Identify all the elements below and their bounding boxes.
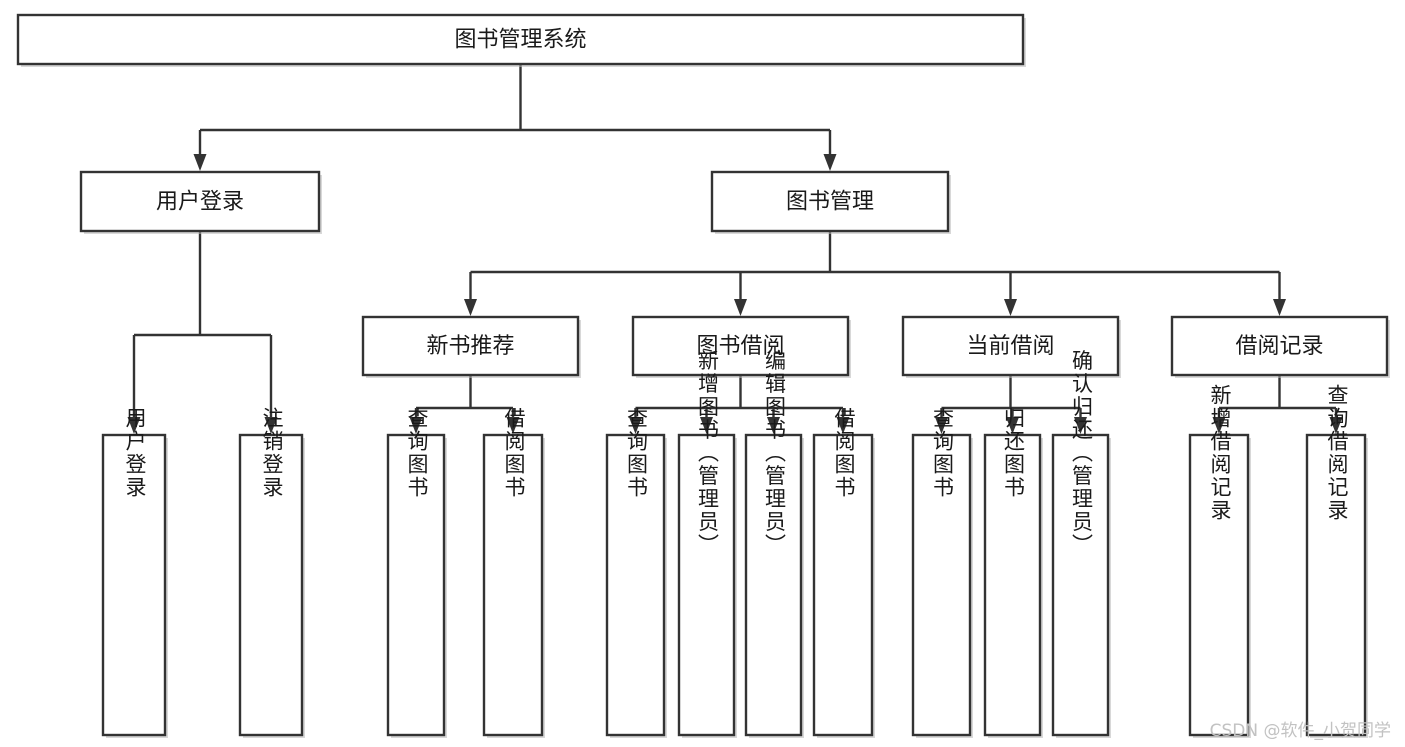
node-l-rec-add[interactable]: 新增借阅记录 [1188, 384, 1251, 738]
node-label: 借阅图书 [502, 407, 526, 499]
node-l-user-logout[interactable]: 注销登录 [238, 407, 305, 738]
node-box [101, 433, 167, 737]
node-box [911, 433, 972, 737]
connector-group-n_book_manage [464, 231, 1286, 316]
connector-group-root [193, 64, 837, 171]
arrow-head-icon [1273, 299, 1286, 316]
connectors-layer [127, 64, 1343, 434]
arrow-head-icon [767, 417, 780, 434]
arrow-head-icon [935, 417, 948, 434]
node-box [1170, 315, 1389, 377]
node-box [983, 433, 1042, 737]
arrow-head-icon [836, 417, 850, 434]
node-box [16, 13, 1025, 66]
node-l-rec-query2[interactable]: 查询借阅记录 [1305, 384, 1368, 738]
node-n-new-book-rec[interactable]: 新书推荐 [361, 315, 581, 378]
arrow-head-icon [1212, 417, 1226, 434]
node-l-rec-borrow[interactable]: 借阅图书 [482, 407, 545, 738]
arrow-head-icon [823, 154, 837, 171]
node-box [361, 315, 580, 377]
connector-group-n_borrow_record [1212, 375, 1343, 434]
node-box [238, 433, 304, 737]
node-n-current-borrow[interactable]: 当前借阅 [901, 315, 1121, 378]
node-label: 编辑图书（管理员） [763, 350, 787, 557]
arrow-head-icon [193, 154, 207, 171]
node-label: 用户登录 [123, 407, 147, 499]
node-box [386, 433, 446, 737]
node-label: 查询图书 [405, 407, 429, 499]
node-label: 图书管理系统 [454, 28, 586, 53]
node-l-borrow-query[interactable]: 查询图书 [605, 407, 667, 738]
nodes-layer: 图书管理系统用户登录图书管理新书推荐图书借阅当前借阅借阅记录用户登录注销登录查询… [16, 13, 1390, 739]
node-box [901, 315, 1120, 377]
node-label: 注销登录 [260, 407, 284, 499]
node-l-borrow-add[interactable]: 新增图书（管理员） [677, 350, 737, 739]
arrow-head-icon [1004, 299, 1017, 316]
node-label: 当前借阅 [966, 334, 1054, 359]
node-box [631, 315, 850, 377]
node-label: 归还图书 [1002, 407, 1026, 499]
node-l-borrow-lend[interactable]: 借阅图书 [812, 407, 875, 738]
arrow-head-icon [127, 417, 141, 434]
node-label: 图书管理 [786, 190, 874, 215]
arrow-head-icon [700, 417, 713, 434]
connector-group-n_book_borrow [629, 375, 850, 434]
node-label: 新书推荐 [426, 334, 514, 359]
node-box [677, 433, 736, 737]
connector-group-n_current_borrow [935, 375, 1087, 434]
arrow-head-icon [734, 299, 747, 316]
arrow-head-icon [1329, 417, 1343, 434]
node-box [744, 433, 803, 737]
node-label: 查询借阅记录 [1325, 384, 1349, 522]
node-n-borrow-record[interactable]: 借阅记录 [1170, 315, 1390, 378]
node-l-cur-return[interactable]: 归还图书 [983, 407, 1043, 738]
node-label: 借阅记录 [1235, 334, 1323, 359]
node-label: 借阅图书 [832, 407, 856, 499]
node-label: 新增借阅记录 [1208, 384, 1232, 522]
arrow-head-icon [629, 417, 642, 434]
node-label: 图书借阅 [696, 334, 784, 359]
arrow-head-icon [464, 299, 477, 316]
node-n-book-borrow[interactable]: 图书借阅 [631, 315, 851, 378]
node-l-user-login[interactable]: 用户登录 [101, 407, 168, 738]
node-n-user-login[interactable]: 用户登录 [79, 170, 322, 234]
node-box [605, 433, 666, 737]
arrow-head-icon [1074, 417, 1087, 434]
connector-group-n_user_login [127, 231, 278, 434]
node-box [79, 170, 321, 233]
arrow-head-icon [264, 417, 278, 434]
node-label: 确认归还（管理员） [1070, 350, 1094, 557]
node-n-book-manage[interactable]: 图书管理 [710, 170, 951, 234]
node-box [710, 170, 950, 233]
node-box [812, 433, 874, 737]
node-l-cur-confirm[interactable]: 确认归还（管理员） [1051, 350, 1111, 739]
node-l-borrow-edit[interactable]: 编辑图书（管理员） [744, 350, 804, 739]
arrow-head-icon [1006, 417, 1019, 434]
node-box [1305, 433, 1367, 737]
node-root[interactable]: 图书管理系统 [16, 13, 1026, 67]
node-label: 用户登录 [156, 190, 244, 215]
node-l-rec-query[interactable]: 查询图书 [386, 407, 447, 738]
node-box [1051, 433, 1110, 737]
node-label: 查询图书 [625, 407, 649, 499]
node-label: 新增图书（管理员） [696, 350, 720, 557]
connector-group-n_new_book_rec [409, 375, 520, 434]
node-label: 查询图书 [931, 407, 955, 499]
node-l-cur-query[interactable]: 查询图书 [911, 407, 973, 738]
arrow-head-icon [506, 417, 520, 434]
node-box [482, 433, 544, 737]
arrow-head-icon [409, 417, 423, 434]
node-box [1188, 433, 1250, 737]
